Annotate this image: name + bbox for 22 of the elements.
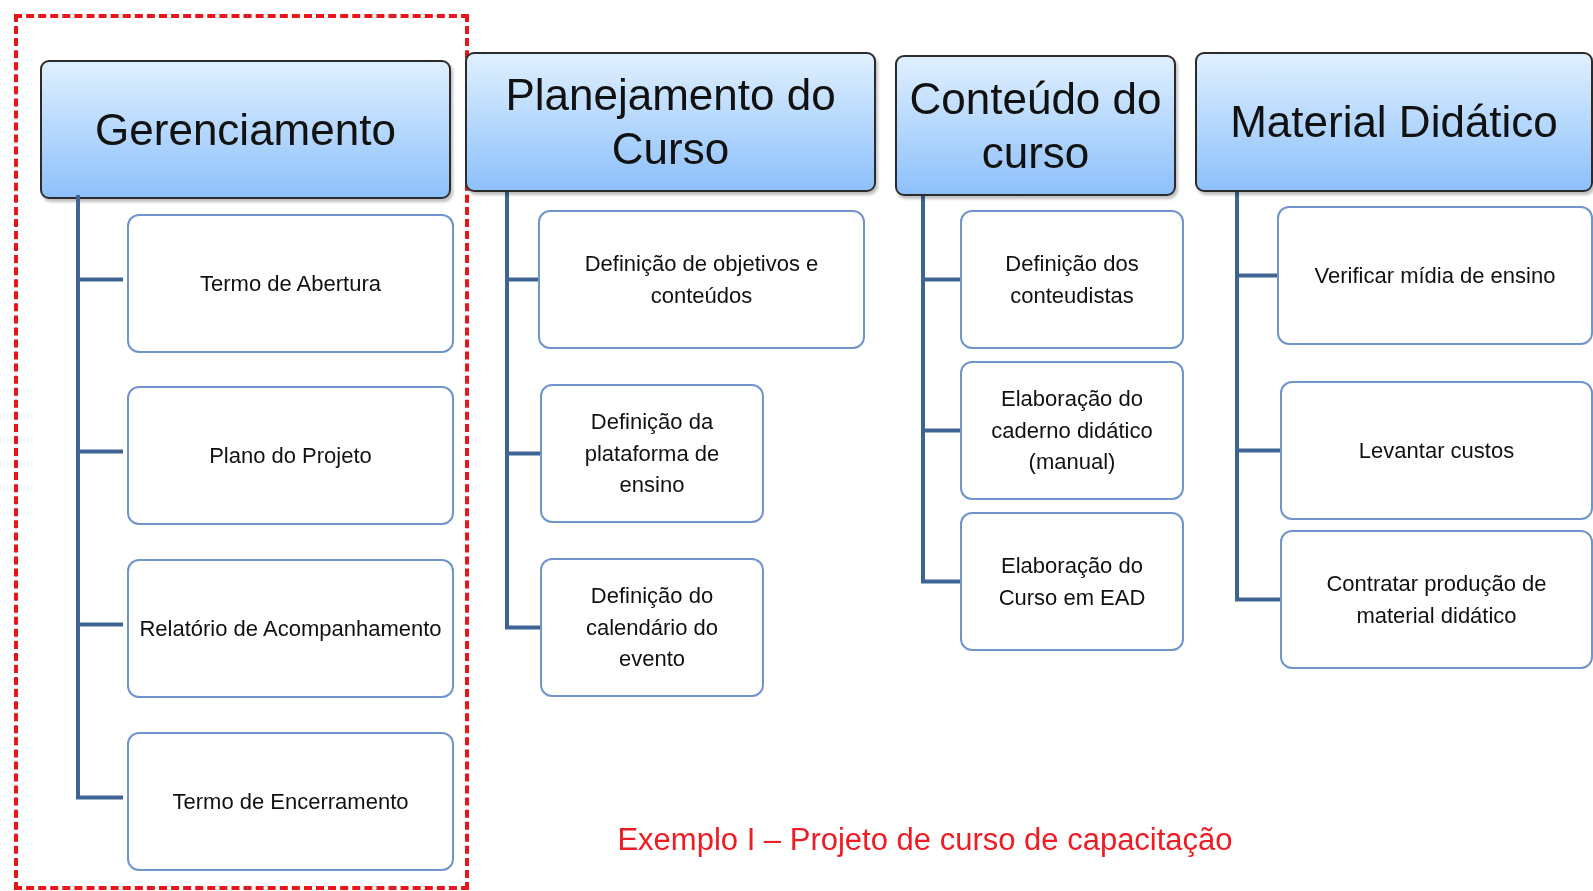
task-label: Definição da plataforma de ensino [583, 407, 721, 500]
branch-heading: Material Didático [1230, 96, 1558, 149]
caption: Exemplo I – Projeto de curso de capacitação [616, 822, 1234, 858]
task-label: Levantar custos [1358, 436, 1515, 465]
task-label: Elaboração do caderno didático (manual) [990, 384, 1154, 477]
branch-heading: Gerenciamento [95, 103, 396, 156]
tree-connector [505, 192, 540, 630]
task-label: Definição dos conteudistas [1004, 249, 1140, 310]
task-label: Termo de Abertura [200, 269, 381, 298]
task-label: Verificar mídia de ensino [1314, 261, 1556, 290]
dashed-highlight-frame [14, 14, 469, 890]
task-label: Contratar produção de material didático [1325, 569, 1548, 630]
branch-heading: Conteúdo do curso [908, 72, 1163, 179]
task-label: Elaboração do Curso em EAD [997, 551, 1147, 612]
task-label: Plano do Projeto [209, 441, 372, 470]
tree-connector [921, 196, 960, 584]
task-label: Termo de Encerramento [172, 787, 409, 816]
branch-heading: Planejamento do Curso [504, 69, 837, 175]
task-label: Definição do calendário do evento [584, 581, 720, 674]
task-label: Relatório de Acompanhamento [139, 614, 442, 643]
tree-connector [1235, 192, 1280, 602]
task-label: Definição de objetivos e conteúdos [583, 249, 820, 310]
